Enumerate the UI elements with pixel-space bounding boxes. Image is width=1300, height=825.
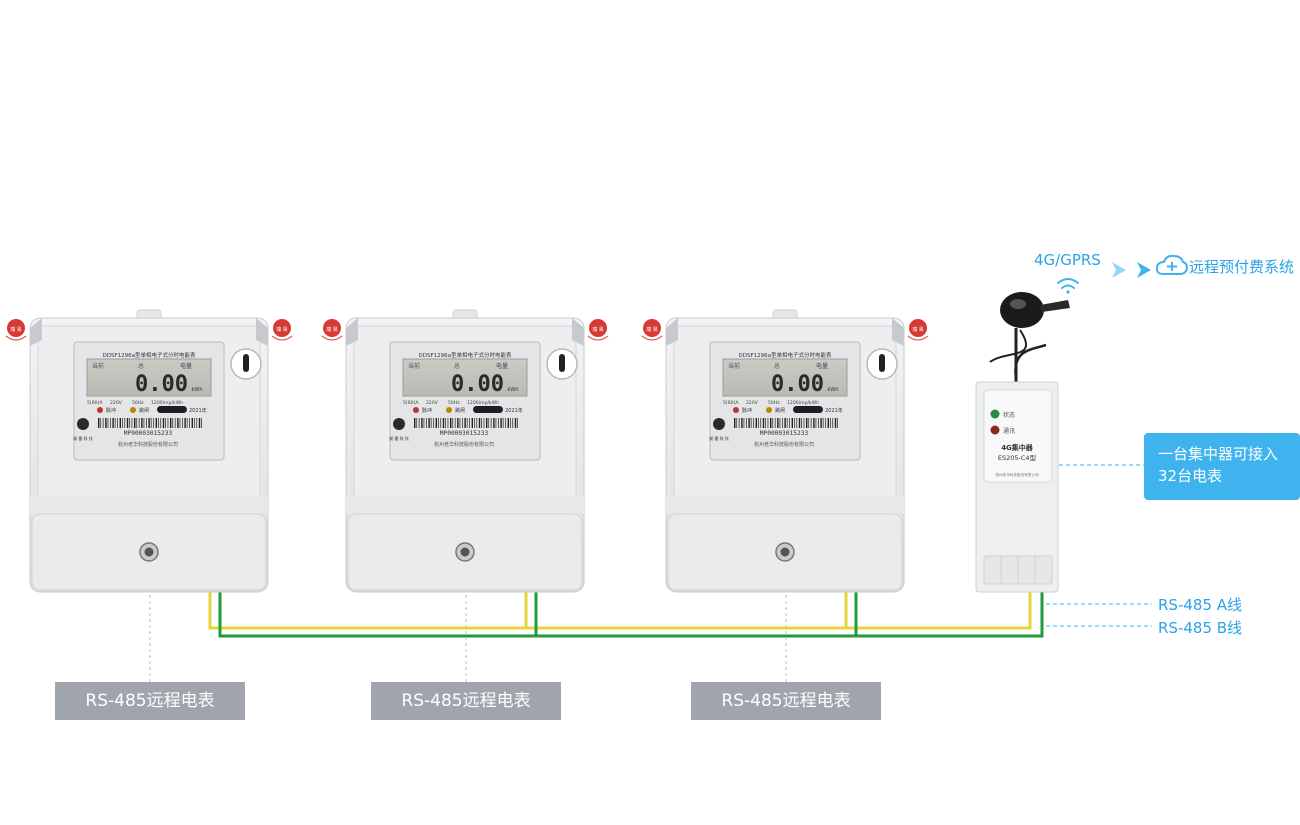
meter-maker: 杭州老华科技股份有限公司	[434, 441, 494, 448]
barcode-text: MP00003015233	[440, 430, 489, 437]
seal-text: 瑞 易	[912, 326, 924, 333]
cloud-icon	[1155, 254, 1189, 275]
meter-spec: 220V	[746, 400, 759, 406]
meter-year: 2021年	[189, 407, 207, 414]
lcd-right-label: 电量	[496, 362, 508, 370]
lcd-mid-label: 总	[774, 362, 780, 370]
concentrator-name: 4G集中器	[1001, 443, 1034, 452]
lcd-right-label: 电量	[816, 362, 828, 370]
meter-year: 2021年	[505, 407, 523, 414]
barcode	[98, 418, 202, 428]
lcd-mid-label: 总	[138, 362, 144, 370]
seal-text: 瑞 易	[326, 326, 338, 333]
lcd-left-label: 当前	[728, 362, 740, 370]
callout-line-2: 32台电表	[1158, 467, 1223, 485]
meter-maker: 杭州老华科技股份有限公司	[754, 441, 814, 448]
meter-spec: 5(60)A	[723, 400, 739, 406]
meter-spec: 50Hz	[768, 400, 780, 406]
lcd-mid-label: 总	[454, 362, 460, 370]
rs485-bus	[208, 590, 1044, 638]
barcode-text: MP00003015233	[760, 430, 809, 437]
pulse-label: 脉冲	[422, 407, 432, 414]
barcode	[414, 418, 518, 428]
led-comm-label: 通讯	[1003, 427, 1015, 435]
meter-label-3: RS-485远程电表	[691, 682, 881, 720]
meter-reading: 0.00	[771, 372, 824, 397]
meter-spec: 50Hz	[448, 400, 460, 406]
wire-b	[218, 590, 1044, 638]
seal-icon: 瑞 易	[587, 319, 609, 341]
barcode-text: MP00003015233	[124, 430, 173, 437]
meter-brand: 湖 番 科 技	[709, 435, 729, 441]
meter-label-2: RS-485远程电表	[371, 682, 561, 720]
lcd-right-label: 电量	[180, 362, 192, 370]
meter-label-1: RS-485远程电表	[55, 682, 245, 720]
pulse-label: 脉冲	[742, 407, 752, 414]
led-status-label: 状态	[1003, 411, 1015, 419]
meter-spec: 220V	[110, 400, 123, 406]
seal-icon: 瑞 易	[907, 319, 929, 341]
meter-model: DDSF1296a型单相电子式分时电能表	[739, 351, 832, 359]
meter-spec: 5(60)A	[403, 400, 419, 406]
meter-spec: 220V	[426, 400, 439, 406]
meter-spec: 50Hz	[132, 400, 144, 406]
meter-model: DDSF1296a型单相电子式分时电能表	[419, 351, 512, 359]
meter-year: 2021年	[825, 407, 843, 414]
meter-model: DDSF1296a型单相电子式分时电能表	[103, 351, 196, 359]
meter-spec: 5(60)A	[87, 400, 103, 406]
meter-unit: kWh	[507, 387, 518, 393]
seal-text: 瑞 易	[10, 326, 22, 333]
lcd-left-label: 当前	[92, 362, 104, 370]
meter-spec: 1200imp/kWh	[151, 400, 183, 406]
blue-leaders	[1045, 464, 1152, 627]
leader-lines	[149, 595, 787, 682]
arrow-icon	[1112, 262, 1151, 278]
capacity-callout: 一台集中器可接入 32台电表	[1144, 433, 1300, 500]
seal-icon: 瑞 易	[321, 319, 343, 341]
seal-icon: 瑞 易	[271, 319, 293, 341]
wire-a	[208, 590, 1032, 630]
lcd-left-label: 当前	[408, 362, 420, 370]
meter-brand: 湖 番 科 技	[73, 435, 93, 441]
line-a-label: RS-485 A线	[1158, 596, 1243, 614]
concentrator-maker: 杭州老华科技股份有限公司	[995, 472, 1039, 477]
pulse-label: 脉冲	[106, 407, 116, 414]
meter-spec: 1200imp/kWh	[787, 400, 819, 406]
antenna-icon	[989, 292, 1070, 382]
meter-unit: kWh	[827, 387, 838, 393]
meter-reading: 0.00	[451, 372, 504, 397]
seal-text: 瑞 易	[276, 326, 288, 333]
meter-reading: 0.00	[135, 372, 188, 397]
meter-unit: kWh	[191, 387, 202, 393]
trip-label: 跳闸	[455, 407, 465, 414]
barcode	[734, 418, 838, 428]
line-b-label: RS-485 B线	[1158, 619, 1243, 637]
concentrator: 状态 通讯 4G集中器 ES205-C4型 杭州老华科技股份有限公司	[975, 292, 1070, 593]
concentrator-model: ES205-C4型	[998, 453, 1037, 462]
seal-icon: 瑞 易	[5, 319, 27, 341]
system-label: 远程预付费系统	[1189, 258, 1295, 276]
callout-line-1: 一台集中器可接入	[1158, 445, 1279, 463]
wifi-icon	[1057, 278, 1079, 294]
meter-maker: 杭州老华科技股份有限公司	[118, 441, 178, 448]
seal-text: 瑞 易	[646, 326, 658, 333]
seal-icon: 瑞 易	[641, 319, 663, 341]
seal-text: 瑞 易	[592, 326, 604, 333]
meter-brand: 湖 番 科 技	[389, 435, 409, 441]
trip-label: 跳闸	[775, 407, 785, 414]
meter-spec: 1200imp/kWh	[467, 400, 499, 406]
protocol-label: 4G/GPRS	[1034, 251, 1101, 269]
trip-label: 跳闸	[139, 407, 149, 414]
